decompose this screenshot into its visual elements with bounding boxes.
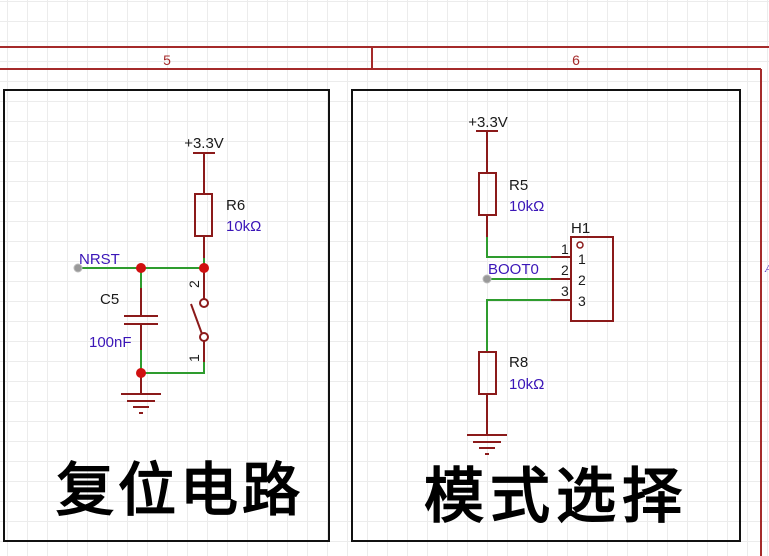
junction <box>136 263 146 273</box>
power-symbol-mode <box>476 130 498 173</box>
net-port-boot0[interactable] <box>482 274 492 284</box>
switch-pin-1: 1 <box>186 354 202 362</box>
h1-outer-pin-3: 3 <box>561 283 569 299</box>
r6-value: 10kΩ <box>226 218 261 235</box>
c5-value: 100nF <box>89 334 132 351</box>
net-label-nrst: NRST <box>79 251 120 268</box>
net-port-nrst[interactable] <box>73 263 83 273</box>
capacitor-c5[interactable] <box>124 288 158 350</box>
wire-boot-pins <box>486 237 551 352</box>
power-symbol-reset <box>193 152 215 194</box>
h1-designator: H1 <box>571 220 590 237</box>
r5-value: 10kΩ <box>509 198 544 215</box>
mode-select-title: 模式选择 <box>424 462 688 532</box>
resistor-r5[interactable] <box>478 172 497 237</box>
switch-pin-2: 2 <box>186 280 202 288</box>
junction <box>136 368 146 378</box>
reset-circuit-frame <box>3 89 330 542</box>
sheet-border <box>0 46 769 556</box>
h1-inner-pin-2: 2 <box>578 272 586 288</box>
zone-label-5: 5 <box>163 52 171 68</box>
power-label-mode: +3.3V <box>468 114 508 131</box>
header-pin-stubs <box>551 256 571 301</box>
h1-outer-pin-2: 2 <box>561 262 569 278</box>
c5-designator: C5 <box>100 291 119 308</box>
r5-designator: R5 <box>509 177 528 194</box>
header-h1[interactable] <box>570 236 614 322</box>
power-label-reset: +3.3V <box>184 135 224 152</box>
wire-gnd-reset <box>141 362 205 374</box>
h1-inner-pin-3: 3 <box>578 293 586 309</box>
h1-outer-pin-1: 1 <box>561 241 569 257</box>
ground-symbol-reset <box>121 373 161 414</box>
resistor-r6[interactable] <box>194 193 213 258</box>
mode-select-frame <box>351 89 741 542</box>
net-label-boot0: BOOT0 <box>488 261 539 278</box>
push-switch[interactable] <box>190 268 209 362</box>
r8-designator: R8 <box>509 354 528 371</box>
reset-circuit-title: 复位电路 <box>56 456 304 524</box>
edge-mark: A <box>764 263 769 275</box>
r6-designator: R6 <box>226 197 245 214</box>
r8-value: 10kΩ <box>509 376 544 393</box>
ground-symbol-mode <box>467 434 507 455</box>
resistor-r8[interactable] <box>478 351 497 435</box>
zone-label-6: 6 <box>572 52 580 68</box>
h1-inner-pin-1: 1 <box>578 251 586 267</box>
junction <box>199 263 209 273</box>
